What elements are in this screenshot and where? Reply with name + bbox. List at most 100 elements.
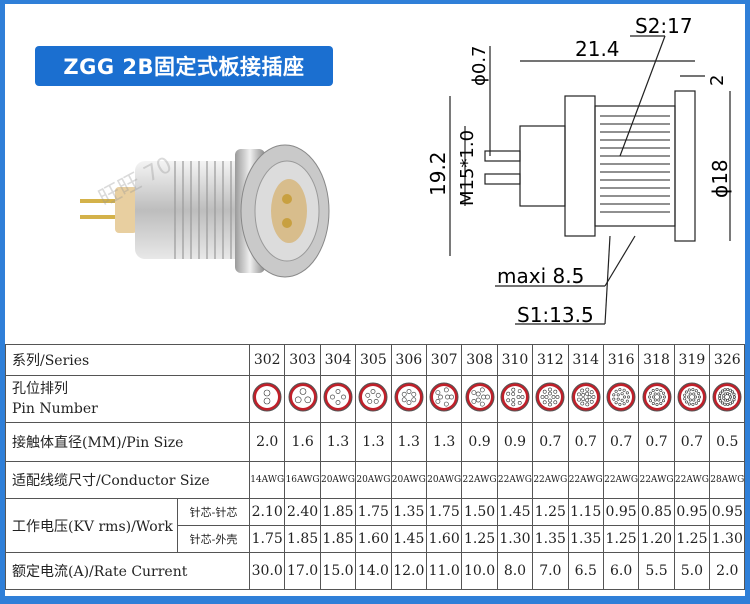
conductor-label: 适配线缆尺寸/Conductor Size [4,461,251,499]
pin-row: 孔位排列 Pin Number [4,375,746,423]
work-ps-cell: 1.25 [461,525,498,553]
current-cell: 12.0 [390,552,427,590]
pin-size-cell: 0.7 [602,422,640,462]
conductor-cell: 20AWG [319,461,357,499]
pin-layout-cell [355,375,392,423]
dim-thread-label: M15*1.0 [457,130,478,206]
pin-layout-cell [249,375,286,423]
series-cell: 302 [249,344,286,376]
pin-layout-icon [252,382,282,412]
work-sub-pin-shell: 针芯-外壳 [176,525,251,553]
pin-layout-icon [465,382,495,412]
pin-layout-cell [709,375,746,423]
dim-dia-label: ϕ18 [708,159,732,198]
pin-layout-cell [425,375,463,423]
current-cell: 14.0 [355,552,392,590]
work-pp-cell: 1.25 [532,498,569,526]
series-cell: 305 [355,344,392,376]
page: ZGG 2B固定式板接插座 旺旺 70 [4,4,746,596]
dim-pin-label: ϕ0.7 [469,46,490,87]
conductor-cell: 22AWG [461,461,498,499]
pin-layout-cell [567,375,604,423]
work-pp-cell: 0.95 [602,498,640,526]
series-cell: 318 [638,344,675,376]
conductor-cell: 16AWG [284,461,321,499]
work-ps-cell: 1.85 [319,525,357,553]
pin-layout-cell [319,375,357,423]
dim-hex-label: S2:17 [635,14,693,38]
work-ps-cell: 1.25 [602,525,640,553]
pin-layout-icon [288,382,318,412]
pin-layout-cell [532,375,569,423]
work-ps-cell: 1.20 [638,525,675,553]
pin-size-cell: 1.6 [284,422,321,462]
pin-layout-cell [284,375,321,423]
work-pp-cell: 0.95 [709,498,746,526]
conductor-cell: 22AWG [602,461,640,499]
current-cell: 5.5 [638,552,675,590]
pin-size-cell: 0.7 [638,422,675,462]
current-cell: 6.0 [602,552,640,590]
work-sub-pin-pin: 针芯-针芯 [176,498,251,526]
current-cell: 11.0 [425,552,463,590]
series-cell: 310 [496,344,534,376]
title-badge: ZGG 2B固定式板接插座 [35,46,333,86]
series-cell: 304 [319,344,357,376]
conductor-cell: 22AWG [673,461,711,499]
work-pp-cell: 1.50 [461,498,498,526]
conductor-cell: 20AWG [390,461,427,499]
pin-layout-icon [323,382,353,412]
conductor-cell: 22AWG [567,461,604,499]
pin-size-cell: 0.7 [532,422,569,462]
pin-label: 孔位排列 Pin Number [4,375,251,423]
work-pp-cell: 1.75 [355,498,392,526]
work-pp-cell: 0.95 [673,498,711,526]
dim-nut-label: S1:13.5 [517,303,594,327]
series-label: 系列/Series [4,344,251,376]
series-cell: 307 [425,344,463,376]
pin-layout-cell [638,375,675,423]
pin-label-en: Pin Number [12,401,98,417]
work-label: 工作电压(KV rms)/Work [5,498,178,553]
pin-size-cell: 1.3 [390,422,427,462]
current-cell: 10.0 [461,552,498,590]
pin-size-label: 接触体直径(MM)/Pin Size [4,422,251,462]
current-cell: 30.0 [249,552,286,590]
dim-height-label: 19.2 [426,151,450,196]
pin-size-cell: 1.3 [425,422,463,462]
work-pp-cell: 0.85 [638,498,675,526]
pin-layout-icon [642,382,671,412]
conductor-cell: 22AWG [532,461,569,499]
pin-label-cn: 孔位排列 [12,381,68,397]
conductor-cell: 22AWG [496,461,534,499]
dimension-drawing: 21.4 S2:17 ϕ0.7 M15*1.0 19.2 2 ϕ18 maxi … [426,14,732,327]
work-pp-cell: 1.15 [567,498,604,526]
pin-size-cell: 2.0 [249,422,286,462]
conductor-cell: 14AWG [249,461,286,499]
series-cell: 326 [709,344,746,376]
pin-size-cell: 0.7 [567,422,604,462]
series-cell: 316 [602,344,640,376]
pin-layout-icon [712,382,742,412]
pin-layout-cell [461,375,498,423]
pin-layout-cell [673,375,711,423]
current-cell: 2.0 [709,552,746,590]
pin-layout-icon [571,382,601,412]
conductor-cell: 28AWG [709,461,746,499]
pin-size-cell: 0.9 [461,422,498,462]
pin-layout-cell [496,375,534,423]
current-cell: 15.0 [319,552,357,590]
work-ps-cell: 1.75 [249,525,286,553]
current-cell: 5.0 [673,552,711,590]
pin-layout-icon [429,382,459,412]
pin-layout-icon [394,382,424,412]
work-pp-cell: 1.75 [425,498,463,526]
series-cell: 319 [673,344,711,376]
dim-panel-label: maxi 8.5 [497,264,584,288]
pin-layout-icon [606,382,636,412]
series-cell: 308 [461,344,498,376]
